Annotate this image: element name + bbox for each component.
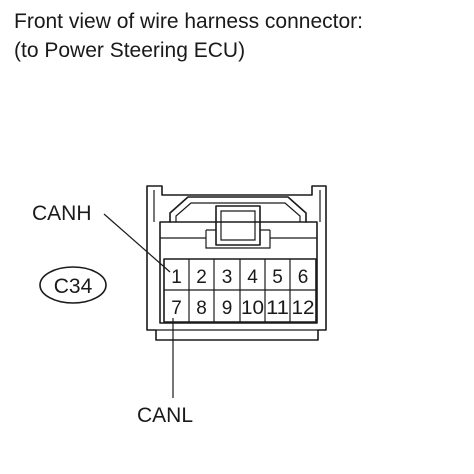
diagram-caption-line-2: (to Power Steering ECU): [14, 39, 246, 62]
pin-9-label: 9: [222, 298, 233, 319]
canh-leader-line: [103, 213, 171, 273]
canh-label: CANH: [32, 202, 92, 225]
canl-callout: CANL: [137, 318, 193, 427]
pin-2-label: 2: [196, 267, 207, 288]
pin-grid: 1 2 3 4 5 6 7 8 9 10 11 12: [163, 258, 317, 323]
connector-code-badge: C34: [39, 266, 107, 304]
connector-body: [146, 185, 327, 341]
connector-code-text: C34: [54, 275, 93, 298]
pin-8-label: 8: [196, 298, 207, 319]
canl-label: CANL: [137, 404, 193, 427]
pin-5-label: 5: [272, 267, 283, 288]
pin-7-label: 7: [171, 298, 182, 319]
diagram-caption-line-1: Front view of wire harness connector:: [14, 10, 363, 33]
pin-6-label: 6: [298, 267, 309, 288]
pin-11-label: 11: [266, 298, 289, 319]
pin-3-label: 3: [222, 267, 233, 288]
pin-10-label: 10: [241, 298, 264, 319]
canh-callout: CANH: [32, 202, 171, 273]
pin-1-label: 1: [171, 267, 182, 288]
pin-4-label: 4: [247, 267, 258, 288]
pin-12-label: 12: [292, 298, 315, 319]
